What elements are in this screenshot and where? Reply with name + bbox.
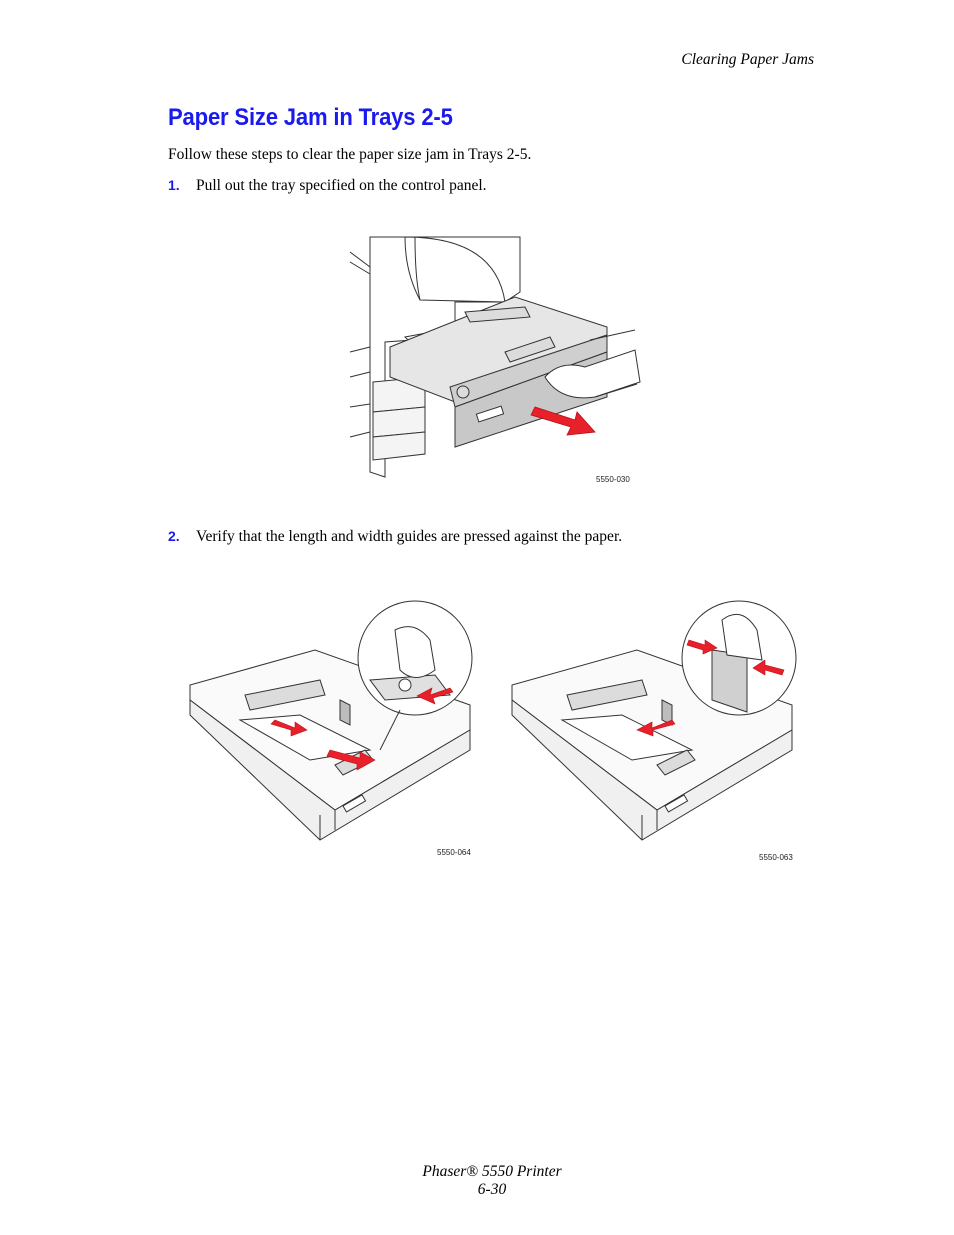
figure-id-1: 5550-030 <box>596 475 630 484</box>
intro-paragraph: Follow these steps to clear the paper si… <box>168 146 532 163</box>
figure-pull-tray <box>345 232 645 482</box>
tray-width-guide-illustration <box>511 600 797 841</box>
printer-tray-illustration <box>349 236 641 478</box>
figure-id-2: 5550-064 <box>437 848 471 857</box>
figure-length-guide <box>185 600 480 850</box>
tray-length-guide-illustration <box>189 600 473 841</box>
footer-page-number: 6-30 <box>477 1181 507 1198</box>
figure-width-guide <box>507 600 802 850</box>
footer-product: Phaser® 5550 Printer <box>422 1163 562 1180</box>
page-title: Paper Size Jam in Trays 2-5 <box>168 104 453 131</box>
page-footer: Phaser® 5550 Printer 6-30 <box>0 1163 954 1199</box>
step-1-number: 1. <box>168 177 180 193</box>
step-2-text: Verify that the length and width guides … <box>196 528 623 545</box>
step-2: 2. Verify that the length and width guide… <box>168 528 622 546</box>
step-2-number: 2. <box>168 528 180 544</box>
figure-id-3: 5550-063 <box>759 853 793 862</box>
step-1: 1. Pull out the tray specified on the con… <box>168 177 487 195</box>
step-1-text: Pull out the tray specified on the contr… <box>196 177 487 194</box>
running-header: Clearing Paper Jams <box>681 51 814 68</box>
